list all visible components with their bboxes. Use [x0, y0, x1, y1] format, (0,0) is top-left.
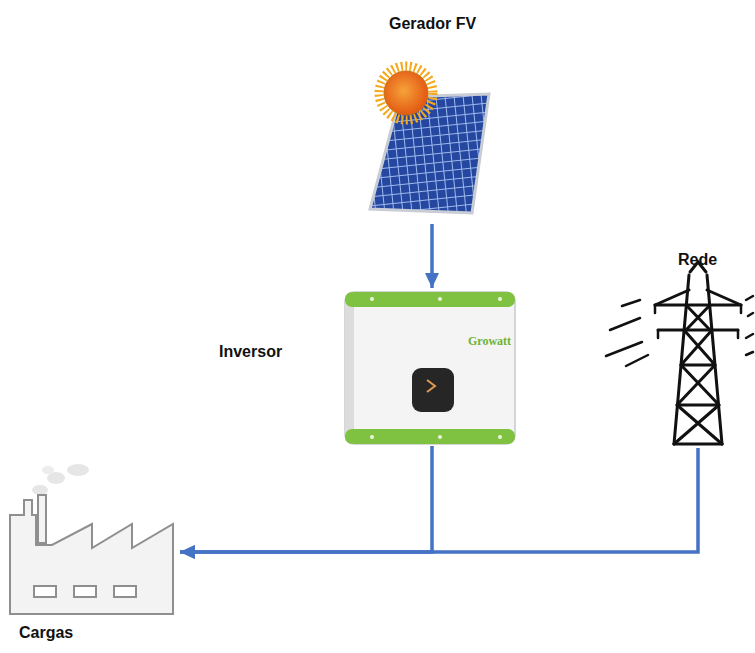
transmission-tower	[655, 262, 741, 444]
sun-icon	[379, 66, 433, 120]
power-flow-arrow	[430, 224, 434, 288]
node-label: Rede	[678, 250, 717, 270]
node-label: Gerador FV	[389, 14, 476, 34]
node-label: Cargas	[19, 623, 73, 643]
pv-generator-node: Gerador FV	[365, 14, 500, 220]
power-lines	[606, 296, 753, 366]
grid-node: Rede	[645, 250, 751, 448]
brand-logo: Growatt	[468, 334, 511, 349]
inverter-icon	[345, 292, 515, 444]
power-flow-arrow	[180, 446, 432, 552]
loads-node: Cargas	[5, 462, 180, 647]
factory-icon	[10, 464, 173, 614]
inverter-node: Inversor	[215, 288, 518, 446]
power-flow-arrow	[180, 448, 698, 552]
node-label: Inversor	[219, 342, 282, 362]
